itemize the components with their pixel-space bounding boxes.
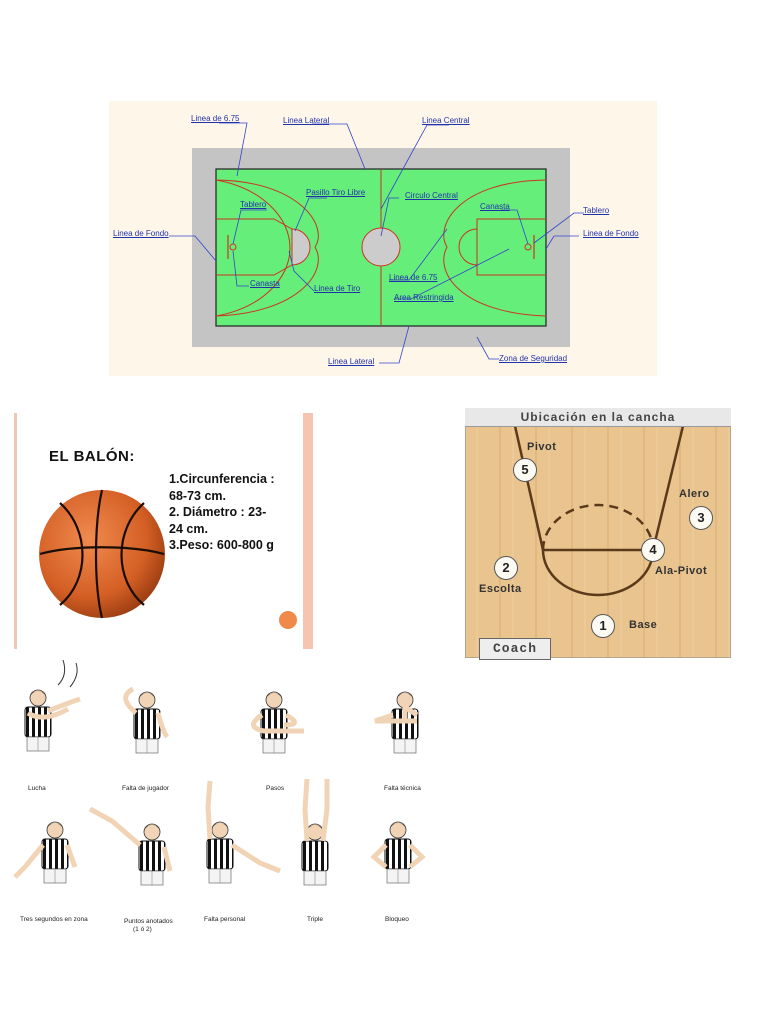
left-three-point-line: [215, 179, 319, 317]
label-canasta-left: Canasta: [250, 279, 280, 288]
orange-dot-icon: [279, 611, 297, 629]
label-circulo-central: Circulo Central: [405, 191, 458, 200]
signal-falta-tecnica-figure: [374, 691, 419, 754]
signal-puntos-anotados-figure: [88, 806, 173, 886]
signal-lucha-figure: [24, 659, 81, 752]
label-tablero-left: Tablero: [240, 200, 267, 209]
decorative-strip: [303, 413, 313, 649]
left-three-point-arc: [215, 179, 291, 317]
signal-bloqueo-figure: [370, 821, 426, 884]
label-canasta-right: Canasta: [480, 202, 510, 211]
signal-label: Falta técnica: [384, 785, 421, 792]
court-diagram-panel: Linea de 6.75 Linea Lateral Linea Centra…: [109, 101, 657, 376]
signal-label: Puntos anotados: [124, 918, 173, 925]
signal-label: Bloqueo: [385, 916, 409, 923]
player-2-marker: 2: [494, 556, 518, 580]
ball-spec-line: 1.Circunferencia :: [169, 472, 275, 486]
label-area-restringida: Area Restringida: [394, 293, 454, 302]
player-5-label: Pivot: [527, 441, 557, 453]
ball-panel: EL BALÓN: 1.Circunferencia : 68-73 cm. 2…: [14, 413, 313, 649]
player-3-marker: 3: [689, 506, 713, 530]
right-free-throw-semicircle: [458, 228, 478, 266]
signal-label: Falta personal: [204, 916, 246, 923]
ball-spec-line: 2. Diámetro : 23-: [169, 505, 267, 519]
label-linea-lateral-bottom: Linea Lateral: [328, 357, 375, 366]
signal-tres-segundos-figure: [13, 821, 78, 884]
ball-title: EL BALÓN:: [49, 448, 135, 465]
positions-header: Ubicación en la cancha: [465, 408, 731, 427]
referee-figures: [13, 659, 426, 886]
label-linea-675-mid: Linea de 6.75: [389, 273, 438, 282]
label-linea-675-top: Linea de 6.75: [191, 114, 240, 123]
signal-pasos-figure: [251, 691, 304, 754]
signal-triple-figure: [301, 778, 330, 886]
ball-spec-line: 3.Peso: 600-800 g: [169, 538, 274, 552]
player-4-marker: 4: [641, 538, 665, 562]
player-1-marker: 1: [591, 614, 615, 638]
referee-signals-panel: Lucha Falta de jugador Pasos Falta técni…: [0, 657, 450, 947]
signal-label: Lucha: [28, 785, 46, 792]
player-3-label: Alero: [679, 488, 710, 500]
ball-spec-line: 24 cm.: [169, 521, 208, 536]
player-1-label: Base: [629, 619, 658, 631]
coach-button[interactable]: Coach: [479, 638, 551, 660]
signal-label: Falta de jugador: [122, 785, 169, 792]
ball-spec-line: 68-73 cm.: [169, 488, 226, 503]
right-three-point-line: [443, 179, 547, 317]
positions-panel: Ubicación en la cancha 5 Pivot 3 Alero 2…: [465, 408, 731, 660]
right-key: [476, 218, 546, 276]
label-linea-lateral-top: Linea Lateral: [283, 116, 330, 125]
label-tablero-right: Tablero: [583, 206, 610, 215]
player-5-marker: 5: [513, 458, 537, 482]
leader-lines: [169, 122, 584, 364]
signal-falta-personal-figure: [205, 780, 281, 884]
signal-falta-jugador-figure: [123, 686, 170, 754]
signal-label: Tres segundos en zona: [20, 916, 88, 923]
player-4-label: Ala-Pivot: [655, 565, 708, 577]
signal-label: Pasos: [266, 785, 285, 792]
signal-sublabel: (1 ó 2): [133, 926, 152, 933]
label-linea-fondo-left: Linea de Fondo: [113, 229, 169, 238]
label-linea-fondo-right: Linea de Fondo: [583, 229, 639, 238]
label-zona-seguridad: Zona de Seguridad: [499, 354, 568, 363]
basketball-icon: [39, 489, 165, 619]
label-pasillo-tiro-libre: Pasillo Tiro Libre: [306, 188, 366, 197]
label-linea-tiro: Linea de Tiro: [314, 284, 361, 293]
signal-label: Triple: [307, 916, 324, 923]
center-circle: [361, 227, 401, 267]
player-2-label: Escolta: [479, 583, 522, 595]
left-free-throw-semicircle: [291, 228, 311, 266]
label-linea-central: Linea Central: [422, 116, 470, 125]
ball-specs: 1.Circunferencia : 68-73 cm. 2. Diámetro…: [169, 471, 309, 554]
court-diagram: [169, 122, 584, 364]
